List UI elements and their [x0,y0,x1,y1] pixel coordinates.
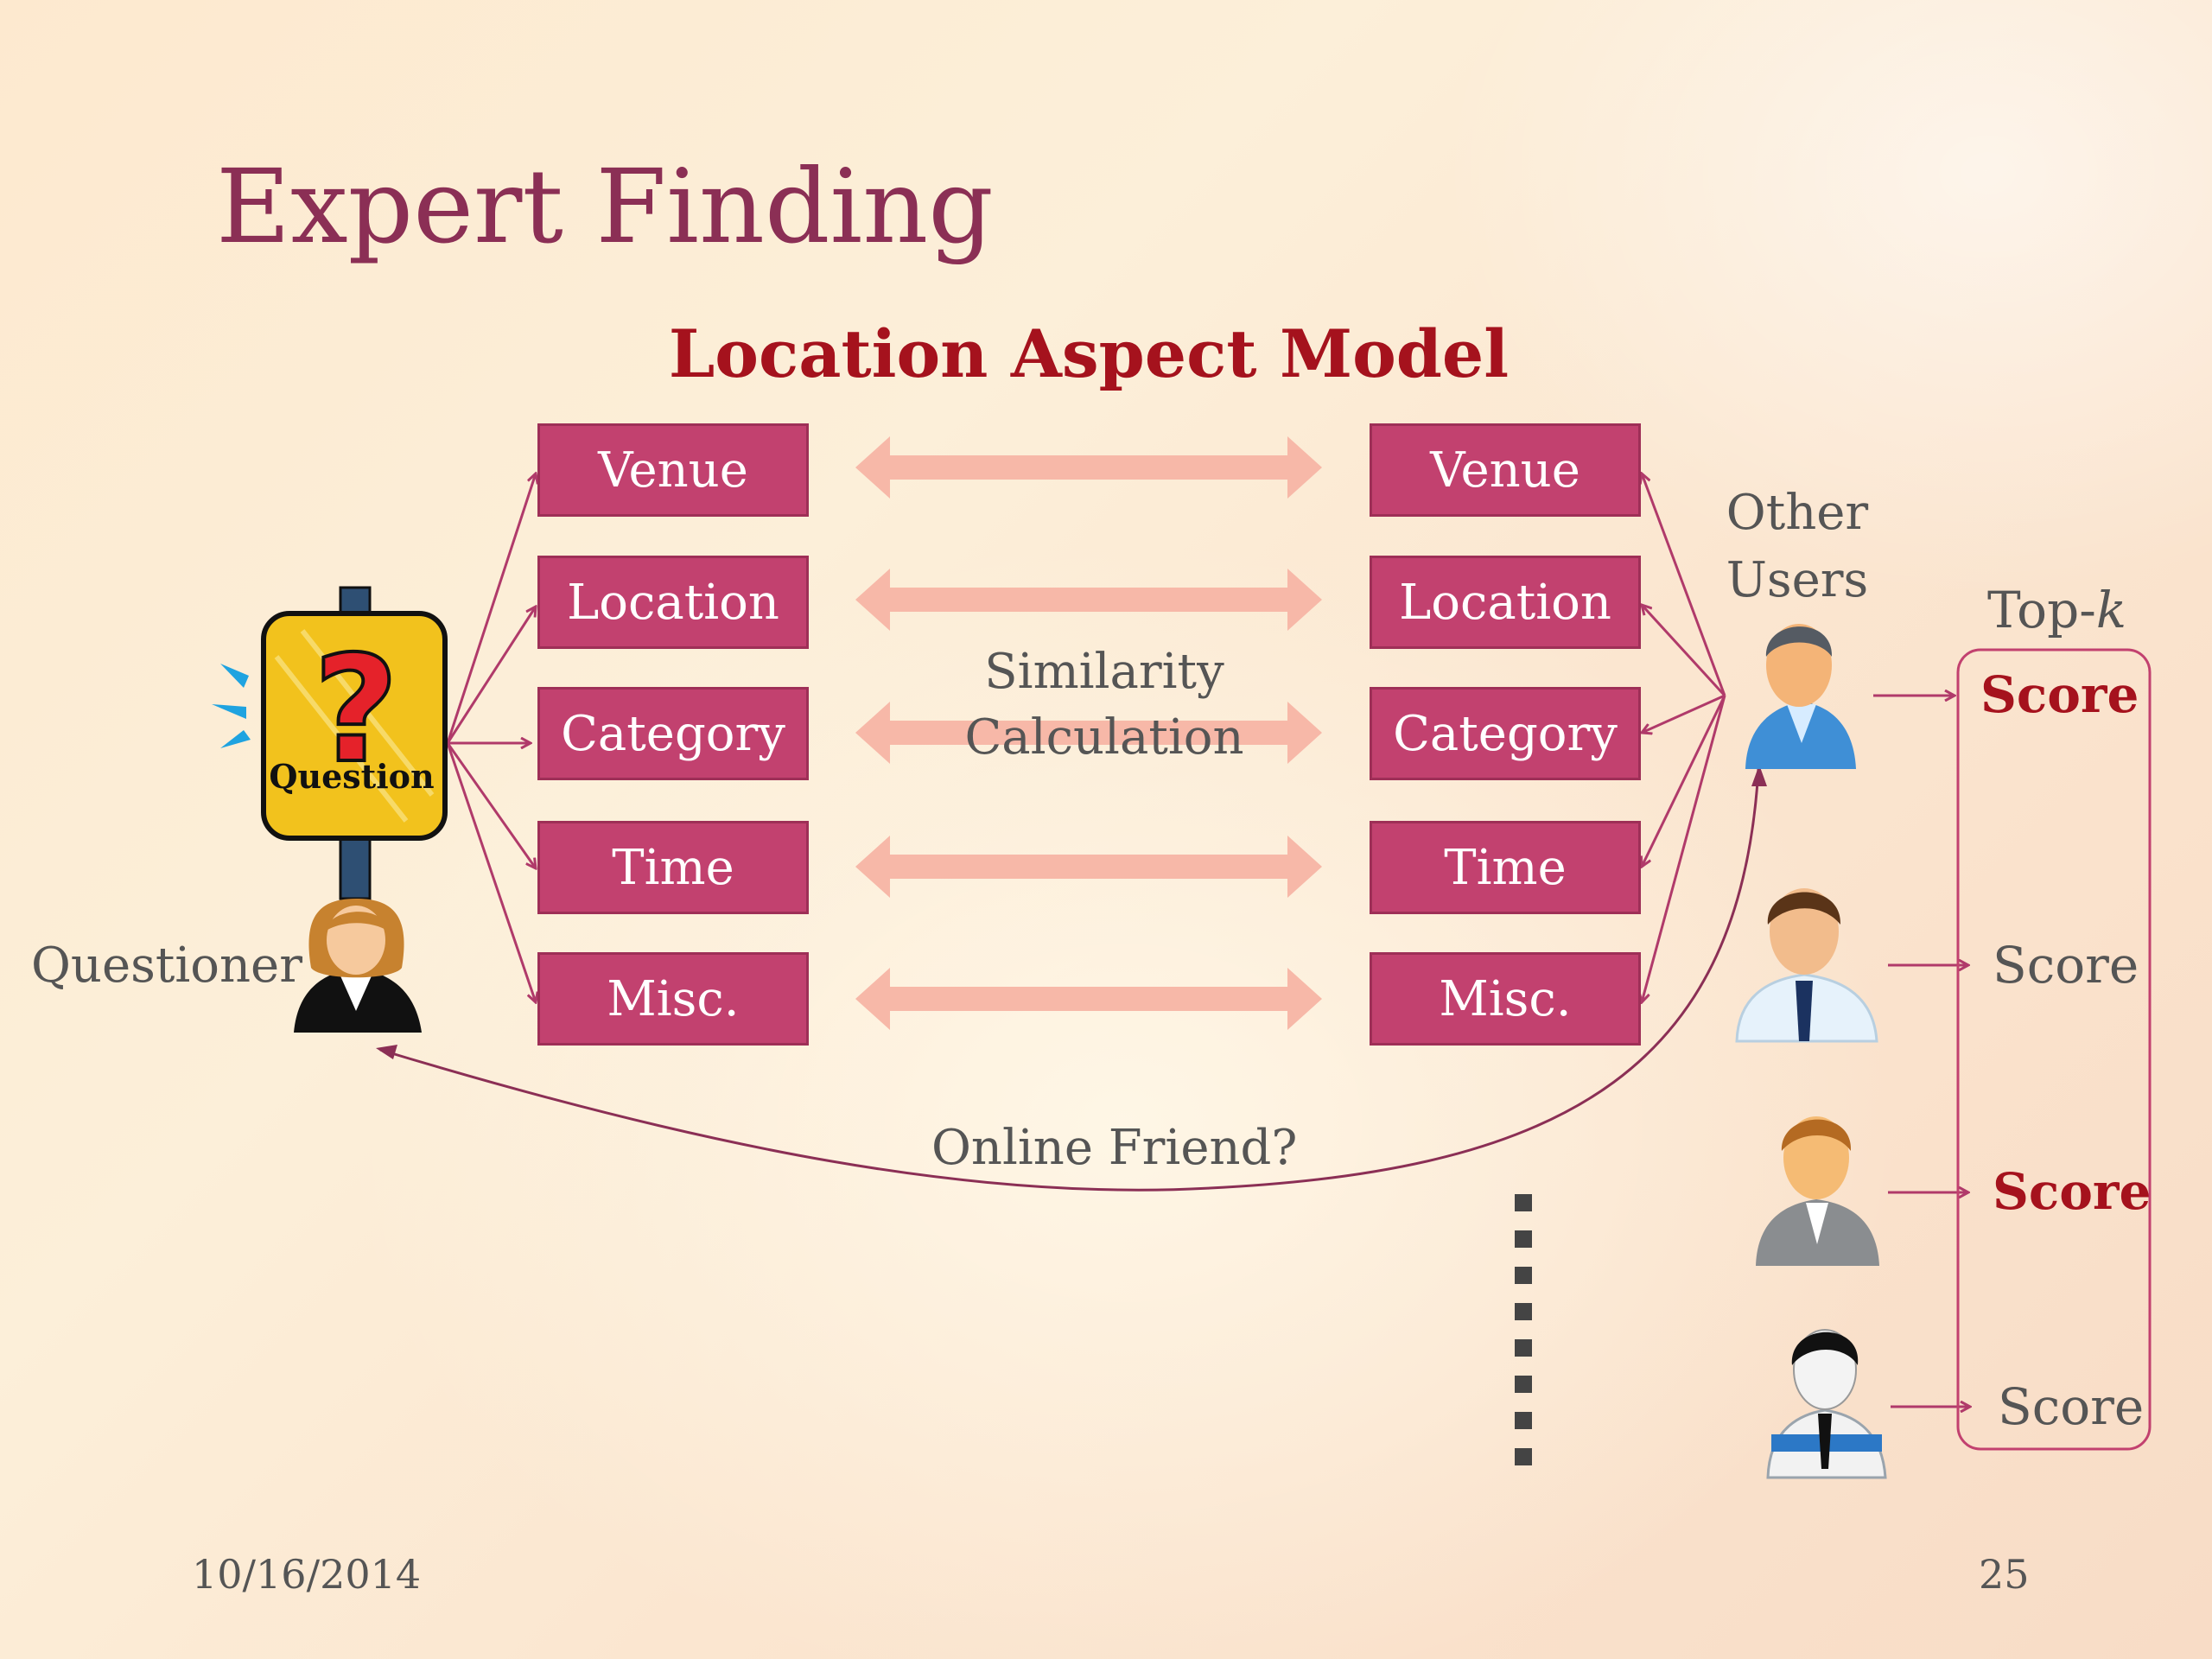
question-mark: ? [314,625,399,796]
female-user-icon [294,899,422,1033]
online-friend-curve [379,768,1760,1192]
top-k-variable: k [2095,581,2126,639]
left-aspect-category: Category [537,687,809,780]
top-k-bracket [1956,648,2152,1451]
similarity-arrow-location [855,569,1322,631]
similarity-label-line1: Similarity [984,644,1224,700]
fanin-venue [1642,474,1726,696]
fanout-location [446,607,536,744]
fanout-misc [446,742,536,1002]
similarity-arrows [855,436,1322,1030]
question-sign-icon: ? Question [212,586,448,900]
questioner-label: Questioner [31,938,302,994]
question-sign-label: Question [269,757,434,796]
other-users-label-line1: Other [1726,485,1869,541]
male-user-tie-icon [1735,888,1878,1043]
online-friend-arrowhead-right [1751,765,1767,786]
male-user-casual-icon [1745,624,1856,769]
other-users-label: Other Users [1694,480,1901,614]
other-users-label-line2: Users [1726,552,1869,608]
user-fanin-lines [1642,474,1726,1002]
score-arrows [1873,696,1970,1407]
fanin-category [1642,694,1726,733]
slide-page-number: 25 [1979,1551,2030,1598]
similarity-arrow-misc [855,968,1322,1030]
fanin-time [1642,695,1726,867]
right-aspect-category: Category [1370,687,1641,780]
male-user-suit-icon [1756,1116,1879,1266]
diagram-subtitle: Location Aspect Model [668,315,1510,392]
online-friend-arrowhead-left [376,1045,397,1059]
right-aspect-venue: Venue [1370,423,1641,517]
score-1: Score [1980,665,2139,724]
left-aspect-location: Location [537,556,809,649]
fanout-time [446,742,536,868]
right-aspect-location: Location [1370,556,1641,649]
fanout-venue [446,474,536,744]
similarity-label-line2: Calculation [964,709,1244,766]
right-aspect-time: Time [1370,821,1641,914]
score-3: Score [1993,1162,2152,1221]
fanin-location [1642,605,1726,697]
similarity-arrow-time [855,836,1322,898]
fanin-misc [1642,695,1726,1002]
left-aspect-misc: Misc. [537,952,809,1046]
vertical-ellipsis-icon [1515,1194,1532,1465]
top-k-label: Top-k [1987,581,2126,639]
slide-title: Expert Finding [216,147,994,266]
score-4: Score [1998,1377,2145,1436]
top-k-prefix: Top- [1987,581,2096,639]
score-2: Score [1993,936,2139,995]
similarity-arrow-category [855,702,1322,764]
question-fanout-lines [446,474,536,1002]
slide-date: 10/16/2014 [192,1551,422,1598]
online-friend-label: Online Friend? [931,1120,1298,1176]
male-user-dark-hair-icon [1766,1329,1887,1479]
similarity-arrow-venue [855,436,1322,499]
similarity-label: Similarity Calculation [931,639,1277,771]
right-aspect-misc: Misc. [1370,952,1641,1046]
left-aspect-venue: Venue [537,423,809,517]
left-aspect-time: Time [537,821,809,914]
